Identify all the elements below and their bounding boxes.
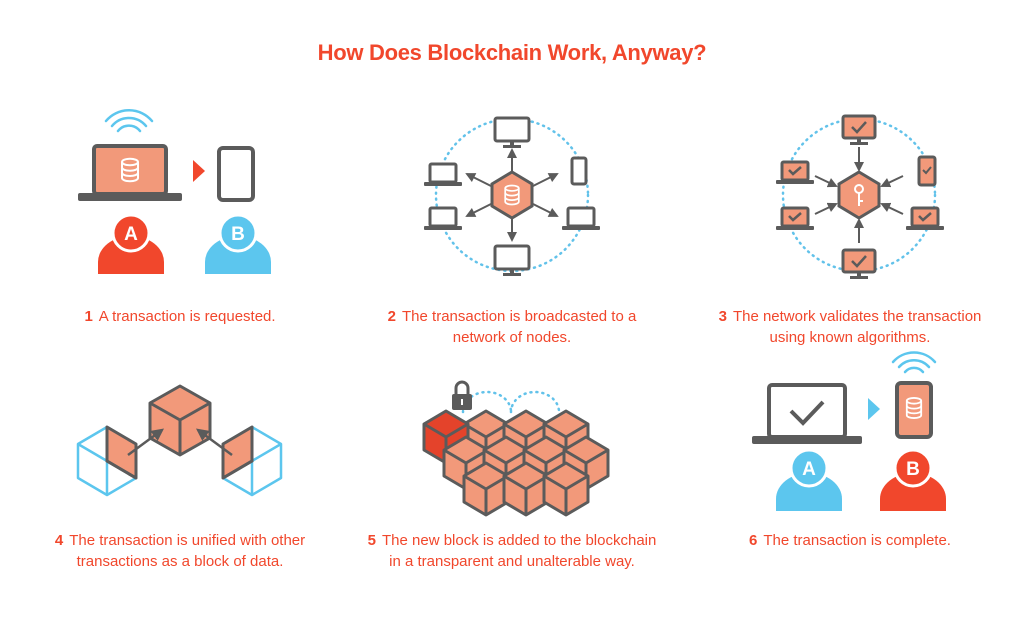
step-5-caption: 5 The new block is added to the blockchai… bbox=[352, 530, 672, 572]
check-laptop-icon bbox=[752, 383, 862, 444]
step-number: 2 bbox=[387, 308, 397, 325]
step-6-caption: 6 The transaction is complete. bbox=[690, 530, 1010, 551]
laptop-icon bbox=[560, 206, 602, 232]
step-1-caption: 1 A transaction is requested. bbox=[20, 306, 340, 327]
phone-icon bbox=[895, 381, 933, 439]
step-1-illustration: A B bbox=[78, 109, 271, 274]
laptop-icon bbox=[422, 206, 464, 232]
party-a-label: A bbox=[124, 224, 138, 245]
party-b-label: B bbox=[906, 459, 920, 480]
step-number: 4 bbox=[54, 532, 64, 549]
step-number: 6 bbox=[749, 532, 758, 549]
wifi-icon bbox=[891, 351, 937, 374]
step-text: using known algorithms. bbox=[769, 329, 931, 346]
check-laptop-icon bbox=[774, 206, 816, 232]
arrow-right-icon bbox=[193, 160, 205, 182]
padlock-icon bbox=[452, 380, 472, 410]
check-laptop-icon bbox=[774, 160, 816, 186]
step-number: 3 bbox=[718, 308, 727, 325]
monitor-icon bbox=[493, 116, 531, 150]
step-text: The transaction is unified with other bbox=[69, 532, 306, 549]
check-monitor-icon bbox=[841, 248, 877, 281]
laptop-icon bbox=[422, 162, 464, 188]
step-text: network of nodes. bbox=[452, 329, 572, 346]
step-text: The transaction is complete. bbox=[763, 532, 951, 549]
person-icon: A bbox=[776, 448, 842, 511]
step-2-illustration bbox=[422, 116, 602, 278]
cube-icon bbox=[148, 384, 212, 457]
party-a-label: A bbox=[802, 459, 816, 480]
step-4-caption: 4 The transaction is unified with other t… bbox=[20, 530, 340, 572]
check-laptop-icon bbox=[904, 206, 946, 232]
step-number: 1 bbox=[84, 308, 93, 325]
wifi-icon bbox=[104, 109, 154, 133]
step-text: The new block is added to the blockchain bbox=[382, 532, 657, 549]
step-6-illustration: A B bbox=[752, 351, 946, 511]
key-hexagon-icon bbox=[837, 170, 881, 220]
check-phone-icon bbox=[917, 155, 937, 187]
monitor-icon bbox=[493, 244, 531, 278]
page-title: How Does Blockchain Work, Anyway? bbox=[317, 40, 707, 65]
arrow-right-icon bbox=[868, 398, 880, 420]
step-text: in a transparent and unalterable way. bbox=[389, 553, 635, 570]
phone-icon bbox=[570, 156, 588, 186]
step-2-caption: 2 The transaction is broadcasted to a net… bbox=[352, 306, 672, 348]
step-text: transactions as a block of data. bbox=[76, 553, 284, 570]
step-4-illustration bbox=[76, 384, 283, 497]
check-monitor-icon bbox=[841, 114, 877, 147]
laptop-icon bbox=[78, 144, 182, 201]
step-number: 5 bbox=[367, 532, 376, 549]
person-icon: A bbox=[98, 213, 164, 274]
person-icon: B bbox=[880, 448, 946, 511]
step-5-illustration bbox=[422, 380, 610, 517]
step-3-illustration bbox=[774, 114, 946, 281]
phone-icon bbox=[217, 146, 255, 202]
node-hexagon-icon bbox=[490, 170, 534, 220]
step-text: The transaction is broadcasted to a bbox=[402, 308, 637, 325]
step-3-caption: 3 The network validates the transaction u… bbox=[690, 306, 1010, 348]
person-icon: B bbox=[205, 213, 271, 274]
step-text: The network validates the transaction bbox=[732, 308, 982, 325]
step-text: A transaction is requested. bbox=[98, 308, 276, 325]
party-b-label: B bbox=[231, 224, 245, 245]
